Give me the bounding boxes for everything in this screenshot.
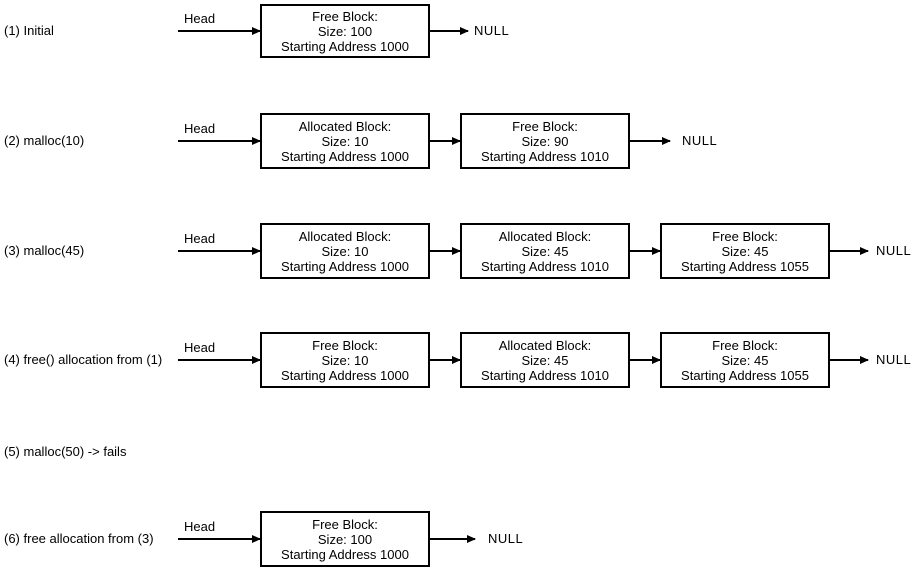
head-arrow [178, 246, 261, 255]
next-pointer-arrow [430, 26, 469, 35]
block-address: Starting Address 1000 [281, 258, 409, 274]
block-size: Size: 10 [321, 133, 369, 149]
free-block-node: Free Block: Size: 100 Starting Address 1… [260, 511, 430, 567]
head-label: Head [184, 11, 216, 26]
block-address: Starting Address 1055 [681, 367, 809, 383]
block-size: Size: 45 [721, 352, 769, 368]
free-block-node: Free Block: Size: 100 Starting Address 1… [260, 4, 430, 58]
block-size: Size: 10 [321, 243, 369, 259]
null-label: NULL [488, 531, 524, 546]
next-pointer-arrow [830, 246, 869, 255]
row-label: (5) malloc(50) -> fails [4, 444, 127, 459]
next-pointer-arrow [430, 355, 461, 364]
row-label: (6) free allocation from (3) [4, 531, 154, 546]
null-label: NULL [876, 243, 912, 258]
next-pointer-arrow [630, 246, 661, 255]
row-label: (3) malloc(45) [4, 243, 85, 258]
row-label: (4) free() allocation from (1) [4, 352, 163, 367]
block-title: Allocated Block: [498, 228, 592, 244]
block-title: Free Block: [512, 118, 578, 134]
block-address: Starting Address 1010 [481, 148, 609, 164]
block-size: Size: 100 [317, 531, 373, 547]
block-address: Starting Address 1010 [481, 367, 609, 383]
head-arrow [178, 355, 261, 364]
block-size: Size: 90 [521, 133, 569, 149]
free-block-node: Free Block: Size: 45 Starting Address 10… [660, 332, 830, 388]
block-address: Starting Address 1055 [681, 258, 809, 274]
block-title: Allocated Block: [298, 118, 392, 134]
block-title: Allocated Block: [498, 337, 592, 353]
free-block-node: Free Block: Size: 90 Starting Address 10… [460, 113, 630, 169]
next-pointer-arrow [430, 136, 461, 145]
next-pointer-arrow [630, 136, 671, 145]
null-label: NULL [474, 23, 510, 38]
null-label: NULL [682, 133, 718, 148]
block-title: Allocated Block: [298, 228, 392, 244]
allocated-block-node: Allocated Block: Size: 45 Starting Addre… [460, 223, 630, 279]
block-size: Size: 45 [721, 243, 769, 259]
next-pointer-arrow [630, 355, 661, 364]
row-label: (1) Initial [4, 23, 54, 38]
head-label: Head [184, 519, 216, 534]
block-address: Starting Address 1000 [281, 546, 409, 562]
head-label: Head [184, 231, 216, 246]
head-arrow [178, 136, 261, 145]
allocated-block-node: Allocated Block: Size: 45 Starting Addre… [460, 332, 630, 388]
block-size: Size: 10 [321, 352, 369, 368]
block-title: Free Block: [312, 8, 378, 24]
block-title: Free Block: [312, 516, 378, 532]
head-arrow [178, 534, 261, 543]
block-address: Starting Address 1000 [281, 148, 409, 164]
head-label: Head [184, 121, 216, 136]
head-arrow [178, 26, 261, 35]
block-address: Starting Address 1000 [281, 38, 409, 54]
block-size: Size: 45 [521, 243, 569, 259]
allocated-block-node: Allocated Block: Size: 10 Starting Addre… [260, 223, 430, 279]
block-size: Size: 100 [317, 23, 373, 39]
block-title: Free Block: [312, 337, 378, 353]
allocated-block-node: Allocated Block: Size: 10 Starting Addre… [260, 113, 430, 169]
null-label: NULL [876, 352, 912, 367]
block-address: Starting Address 1010 [481, 258, 609, 274]
free-block-node: Free Block: Size: 10 Starting Address 10… [260, 332, 430, 388]
next-pointer-arrow [430, 246, 461, 255]
row-label: (2) malloc(10) [4, 133, 85, 148]
block-title: Free Block: [712, 228, 778, 244]
head-label: Head [184, 340, 216, 355]
next-pointer-arrow [830, 355, 869, 364]
block-size: Size: 45 [521, 352, 569, 368]
free-block-node: Free Block: Size: 45 Starting Address 10… [660, 223, 830, 279]
next-pointer-arrow [430, 534, 476, 543]
block-address: Starting Address 1000 [281, 367, 409, 383]
block-title: Free Block: [712, 337, 778, 353]
